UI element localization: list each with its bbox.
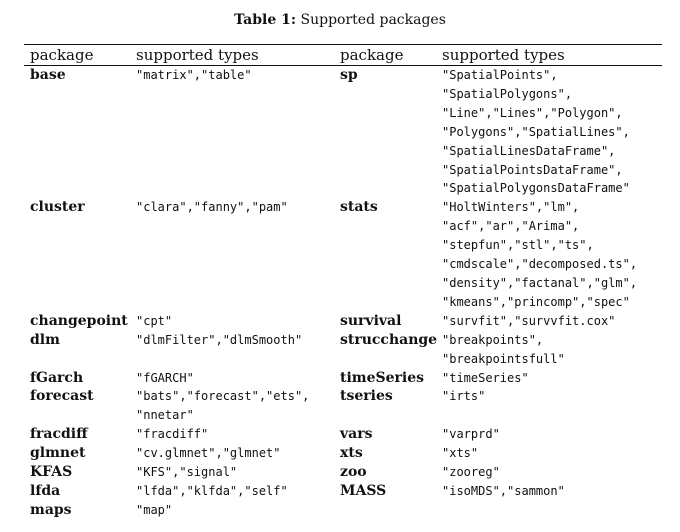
supported-types-left: "clara","fanny","pam" — [136, 198, 340, 217]
type-line: "SpatialPolygonsDataFrame" — [442, 181, 630, 196]
supported-types-right: "zooreg" — [442, 463, 662, 482]
supported-types-left: "matrix","table" — [136, 66, 340, 85]
supported-types-right: "varprd" — [442, 425, 662, 444]
type-line: "SpatialLinesDataFrame", — [442, 143, 616, 158]
table-row: changepoint "cpt" survival "survfit","survv… — [24, 312, 662, 331]
type-line: "HoltWinters","lm", — [442, 200, 580, 215]
type-line: "SpatialPointsDataFrame", — [442, 162, 623, 177]
package-name-left: fracdiff — [30, 426, 88, 443]
type-line: "kmeans","princomp","spec" — [442, 294, 630, 309]
type-line: "breakpoints", — [442, 332, 544, 347]
table-row: glmnet "cv.glmnet","glmnet" xts "xts" — [24, 444, 662, 463]
type-line: "clara","fanny","pam" — [136, 200, 288, 215]
package-name-right: timeSeries — [340, 369, 425, 386]
package-name-left: maps — [30, 501, 72, 518]
type-line: "lfda","klfda","self" — [136, 483, 288, 498]
package-name-right: zoo — [340, 464, 367, 481]
type-line: "fGARCH" — [136, 370, 194, 385]
type-line: "SpatialPoints", — [442, 68, 558, 82]
type-line: "zooreg" — [442, 465, 500, 480]
table-caption-text: Supported packages — [300, 12, 446, 28]
supported-types-left: "bats","forecast","ets", "nnetar" — [136, 387, 340, 425]
header-types-right: supported types — [442, 46, 565, 64]
type-line: "stepfun","stl","ts", — [442, 238, 594, 253]
package-name-left: forecast — [30, 388, 94, 405]
table-row: lfda "lfda","klfda","self" MASS "isoMDS","s… — [24, 482, 662, 501]
package-name-left: base — [30, 67, 66, 83]
supported-types-right: "timeSeries" — [442, 369, 662, 388]
supported-types-right: "irts" — [442, 387, 662, 406]
supported-types-left: "cv.glmnet","glmnet" — [136, 444, 340, 463]
supported-types-right: "isoMDS","sammon" — [442, 482, 662, 501]
table-row: base"matrix","table"sp"SpatialPoints","S… — [24, 66, 662, 198]
type-line: "varprd" — [442, 427, 500, 442]
supported-types-left: "lfda","klfda","self" — [136, 482, 340, 501]
package-name-left: lfda — [30, 482, 61, 499]
package-name-right: vars — [340, 426, 373, 443]
supported-types-left: "fracdiff" — [136, 425, 340, 444]
type-line: "cmdscale","decomposed.ts", — [442, 257, 638, 272]
table-row: dlm"dlmFilter","dlmSmooth"strucchange"br… — [24, 331, 662, 369]
supported-types-right: "breakpoints", "breakpointsfull" — [442, 331, 662, 369]
package-name-right: stats — [340, 199, 378, 216]
supported-types-right: "HoltWinters","lm", "acf","ar","Arima", "s… — [442, 198, 662, 311]
table-caption-label: Table 1: — [234, 12, 297, 28]
table-row: KFAS "KFS","signal" zoo "zooreg" — [24, 463, 662, 482]
package-name-left: glmnet — [30, 445, 86, 462]
type-line: "breakpointsfull" — [442, 351, 565, 366]
table-body: base"matrix","table"sp"SpatialPoints","S… — [24, 66, 662, 520]
type-line: "matrix","table" — [136, 68, 252, 82]
type-line: "survfit","survvfit.cox" — [442, 313, 616, 328]
type-line: "irts" — [442, 389, 486, 404]
header-types-left: supported types — [136, 46, 259, 64]
package-name-right: xts — [340, 445, 363, 462]
type-line: "density","factanal","glm", — [442, 275, 638, 290]
supported-types-left: "fGARCH" — [136, 369, 340, 388]
type-line: "SpatialPolygons", — [442, 86, 573, 101]
top-rule — [24, 44, 662, 45]
type-line: "acf","ar","Arima", — [442, 219, 580, 234]
package-name-right: MASS — [340, 482, 387, 499]
type-line: "bats","forecast","ets", — [136, 389, 310, 404]
table-row: fracdiff "fracdiff" vars "varprd" — [24, 425, 662, 444]
table-row: cluster "clara","fanny","pam" stats "HoltWi… — [24, 198, 662, 311]
type-line: "xts" — [442, 446, 479, 461]
type-line: "KFS","signal" — [136, 465, 238, 480]
package-name-right: strucchange — [340, 331, 438, 348]
package-name-left: changepoint — [30, 312, 128, 329]
package-name-left: KFAS — [30, 464, 73, 481]
header-package-right: package — [340, 46, 404, 64]
type-line: "dlmFilter","dlmSmooth" — [136, 332, 303, 347]
type-line: "isoMDS","sammon" — [442, 483, 565, 498]
type-line: "Polygons","SpatialLines", — [442, 124, 630, 139]
type-line: "fracdiff" — [136, 427, 209, 442]
package-name-right: survival — [340, 312, 402, 329]
type-line: "map" — [136, 502, 173, 517]
type-line: "cpt" — [136, 313, 173, 328]
header-rule — [24, 65, 662, 66]
supported-types-left: "cpt" — [136, 312, 340, 331]
table-caption: Table 1: Supported packages — [0, 12, 680, 28]
type-line: "Line","Lines","Polygon", — [442, 105, 623, 120]
supported-types-left: "dlmFilter","dlmSmooth" — [136, 331, 340, 350]
table-row: fGarch "fGARCH" timeSeries "timeSeries" — [24, 369, 662, 388]
package-name-right: tseries — [340, 388, 393, 405]
package-name-left: dlm — [30, 331, 60, 348]
package-name-left: fGarch — [30, 369, 84, 386]
type-line: "cv.glmnet","glmnet" — [136, 446, 281, 461]
supported-types-right: "SpatialPoints", "SpatialPolygons", "Line"… — [442, 66, 662, 198]
supported-types-left: "map" — [136, 501, 340, 520]
supported-types-left: "KFS","signal" — [136, 463, 340, 482]
table-row: maps "map" — [24, 501, 662, 520]
type-line: "timeSeries" — [442, 370, 529, 385]
package-name-right: sp — [340, 67, 358, 83]
table-row: forecast "bats","forecast","ets", "nnetar"… — [24, 387, 662, 425]
package-name-left: cluster — [30, 199, 85, 216]
supported-types-right: "xts" — [442, 444, 662, 463]
supported-types-right: "survfit","survvfit.cox" — [442, 312, 662, 331]
type-line: "nnetar" — [136, 408, 194, 423]
header-package-left: package — [30, 46, 94, 64]
